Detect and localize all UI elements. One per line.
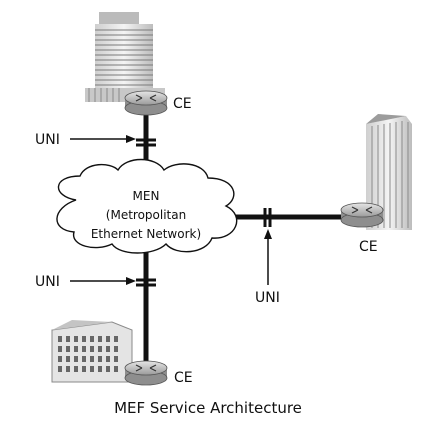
- right-building-icon: [366, 114, 412, 230]
- men-label: MEN: [133, 189, 160, 203]
- uni-top-label: UNI: [35, 132, 60, 148]
- bottom-building-icon: [51, 320, 133, 383]
- ce-right-label: CE: [359, 239, 378, 255]
- uni-right-marker: [263, 208, 272, 285]
- top-building-icon: [85, 12, 165, 102]
- men-cloud: MEN (Metropolitan Ethernet Network): [56, 158, 238, 254]
- uni-right-arrowhead-icon: [264, 229, 272, 239]
- ce-top-label: CE: [173, 96, 192, 112]
- uni-top-arrowhead-icon: [126, 135, 136, 143]
- uni-right-label: UNI: [255, 290, 280, 306]
- uni-bottom-marker: [70, 277, 156, 287]
- router-top-icon: [124, 90, 168, 116]
- uni-top-marker: [70, 135, 156, 147]
- diagram-caption: MEF Service Architecture: [114, 399, 302, 417]
- router-right-icon: [340, 202, 384, 228]
- men-fullname-line2: Ethernet Network): [91, 227, 201, 241]
- uni-bottom-label: UNI: [35, 274, 60, 290]
- ce-bottom-label: CE: [174, 370, 193, 386]
- uni-bottom-arrowhead-icon: [126, 277, 136, 285]
- router-bottom-icon: [124, 360, 168, 386]
- men-fullname-line1: (Metropolitan: [106, 208, 186, 222]
